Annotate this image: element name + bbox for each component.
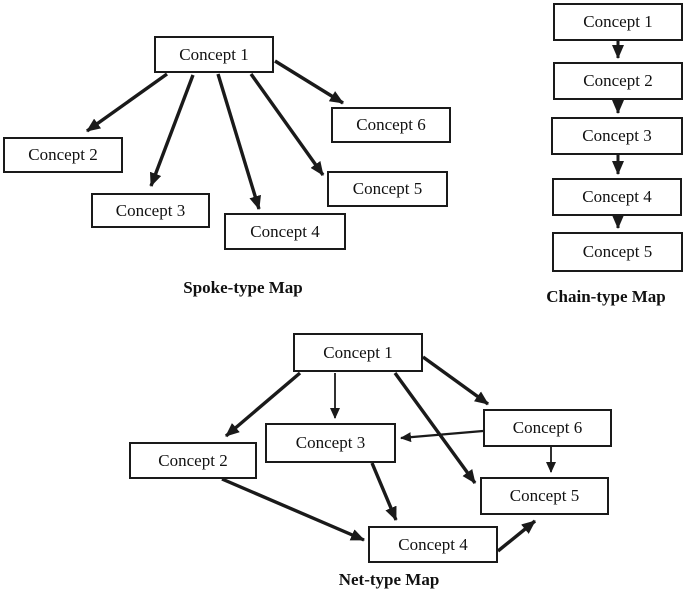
node-chain-concept-2: Concept 2: [553, 62, 683, 100]
edge-net-concept-2-to-concept-4: [221, 477, 365, 542]
edge-net-concept-3-to-concept-4: [370, 462, 398, 521]
edge-spoke-concept-1-to-concept-4: [216, 73, 261, 210]
edge-net-concept-4-to-concept-5: [496, 519, 537, 553]
edge-spoke-concept-1-to-concept-2: [86, 72, 168, 133]
node-spoke-concept-2: Concept 2: [3, 137, 123, 173]
node-spoke-concept-4: Concept 4: [224, 213, 346, 250]
edge-net-concept-1-to-concept-5: [393, 372, 477, 484]
edge-spoke-concept-1-to-concept-3: [149, 74, 195, 187]
node-spoke-concept-5: Concept 5: [327, 171, 448, 207]
node-net-concept-3: Concept 3: [265, 423, 396, 463]
edge-spoke-concept-1-to-concept-5: [249, 73, 325, 176]
chain-map-caption: Chain-type Map: [546, 287, 666, 306]
spoke-map-caption: Spoke-type Map: [183, 278, 303, 297]
node-net-concept-2: Concept 2: [129, 442, 257, 479]
node-net-concept-5: Concept 5: [480, 477, 609, 515]
net-map-caption: Net-type Map: [338, 570, 440, 589]
edge-net-concept-6-to-concept-3: [400, 429, 484, 443]
node-spoke-concept-3: Concept 3: [91, 193, 210, 228]
node-chain-concept-1: Concept 1: [553, 3, 683, 41]
node-spoke-concept-1: Concept 1: [154, 36, 274, 73]
node-chain-concept-3: Concept 3: [551, 117, 683, 155]
node-net-concept-6: Concept 6: [483, 409, 612, 447]
edge-spoke-concept-1-to-concept-6: [274, 59, 344, 105]
node-net-concept-4: Concept 4: [368, 526, 498, 563]
node-chain-concept-5: Concept 5: [552, 232, 683, 272]
node-spoke-concept-6: Concept 6: [331, 107, 451, 143]
node-net-concept-1: Concept 1: [293, 333, 423, 372]
edge-net-concept-1-to-concept-6: [422, 355, 489, 406]
node-chain-concept-4: Concept 4: [552, 178, 682, 216]
